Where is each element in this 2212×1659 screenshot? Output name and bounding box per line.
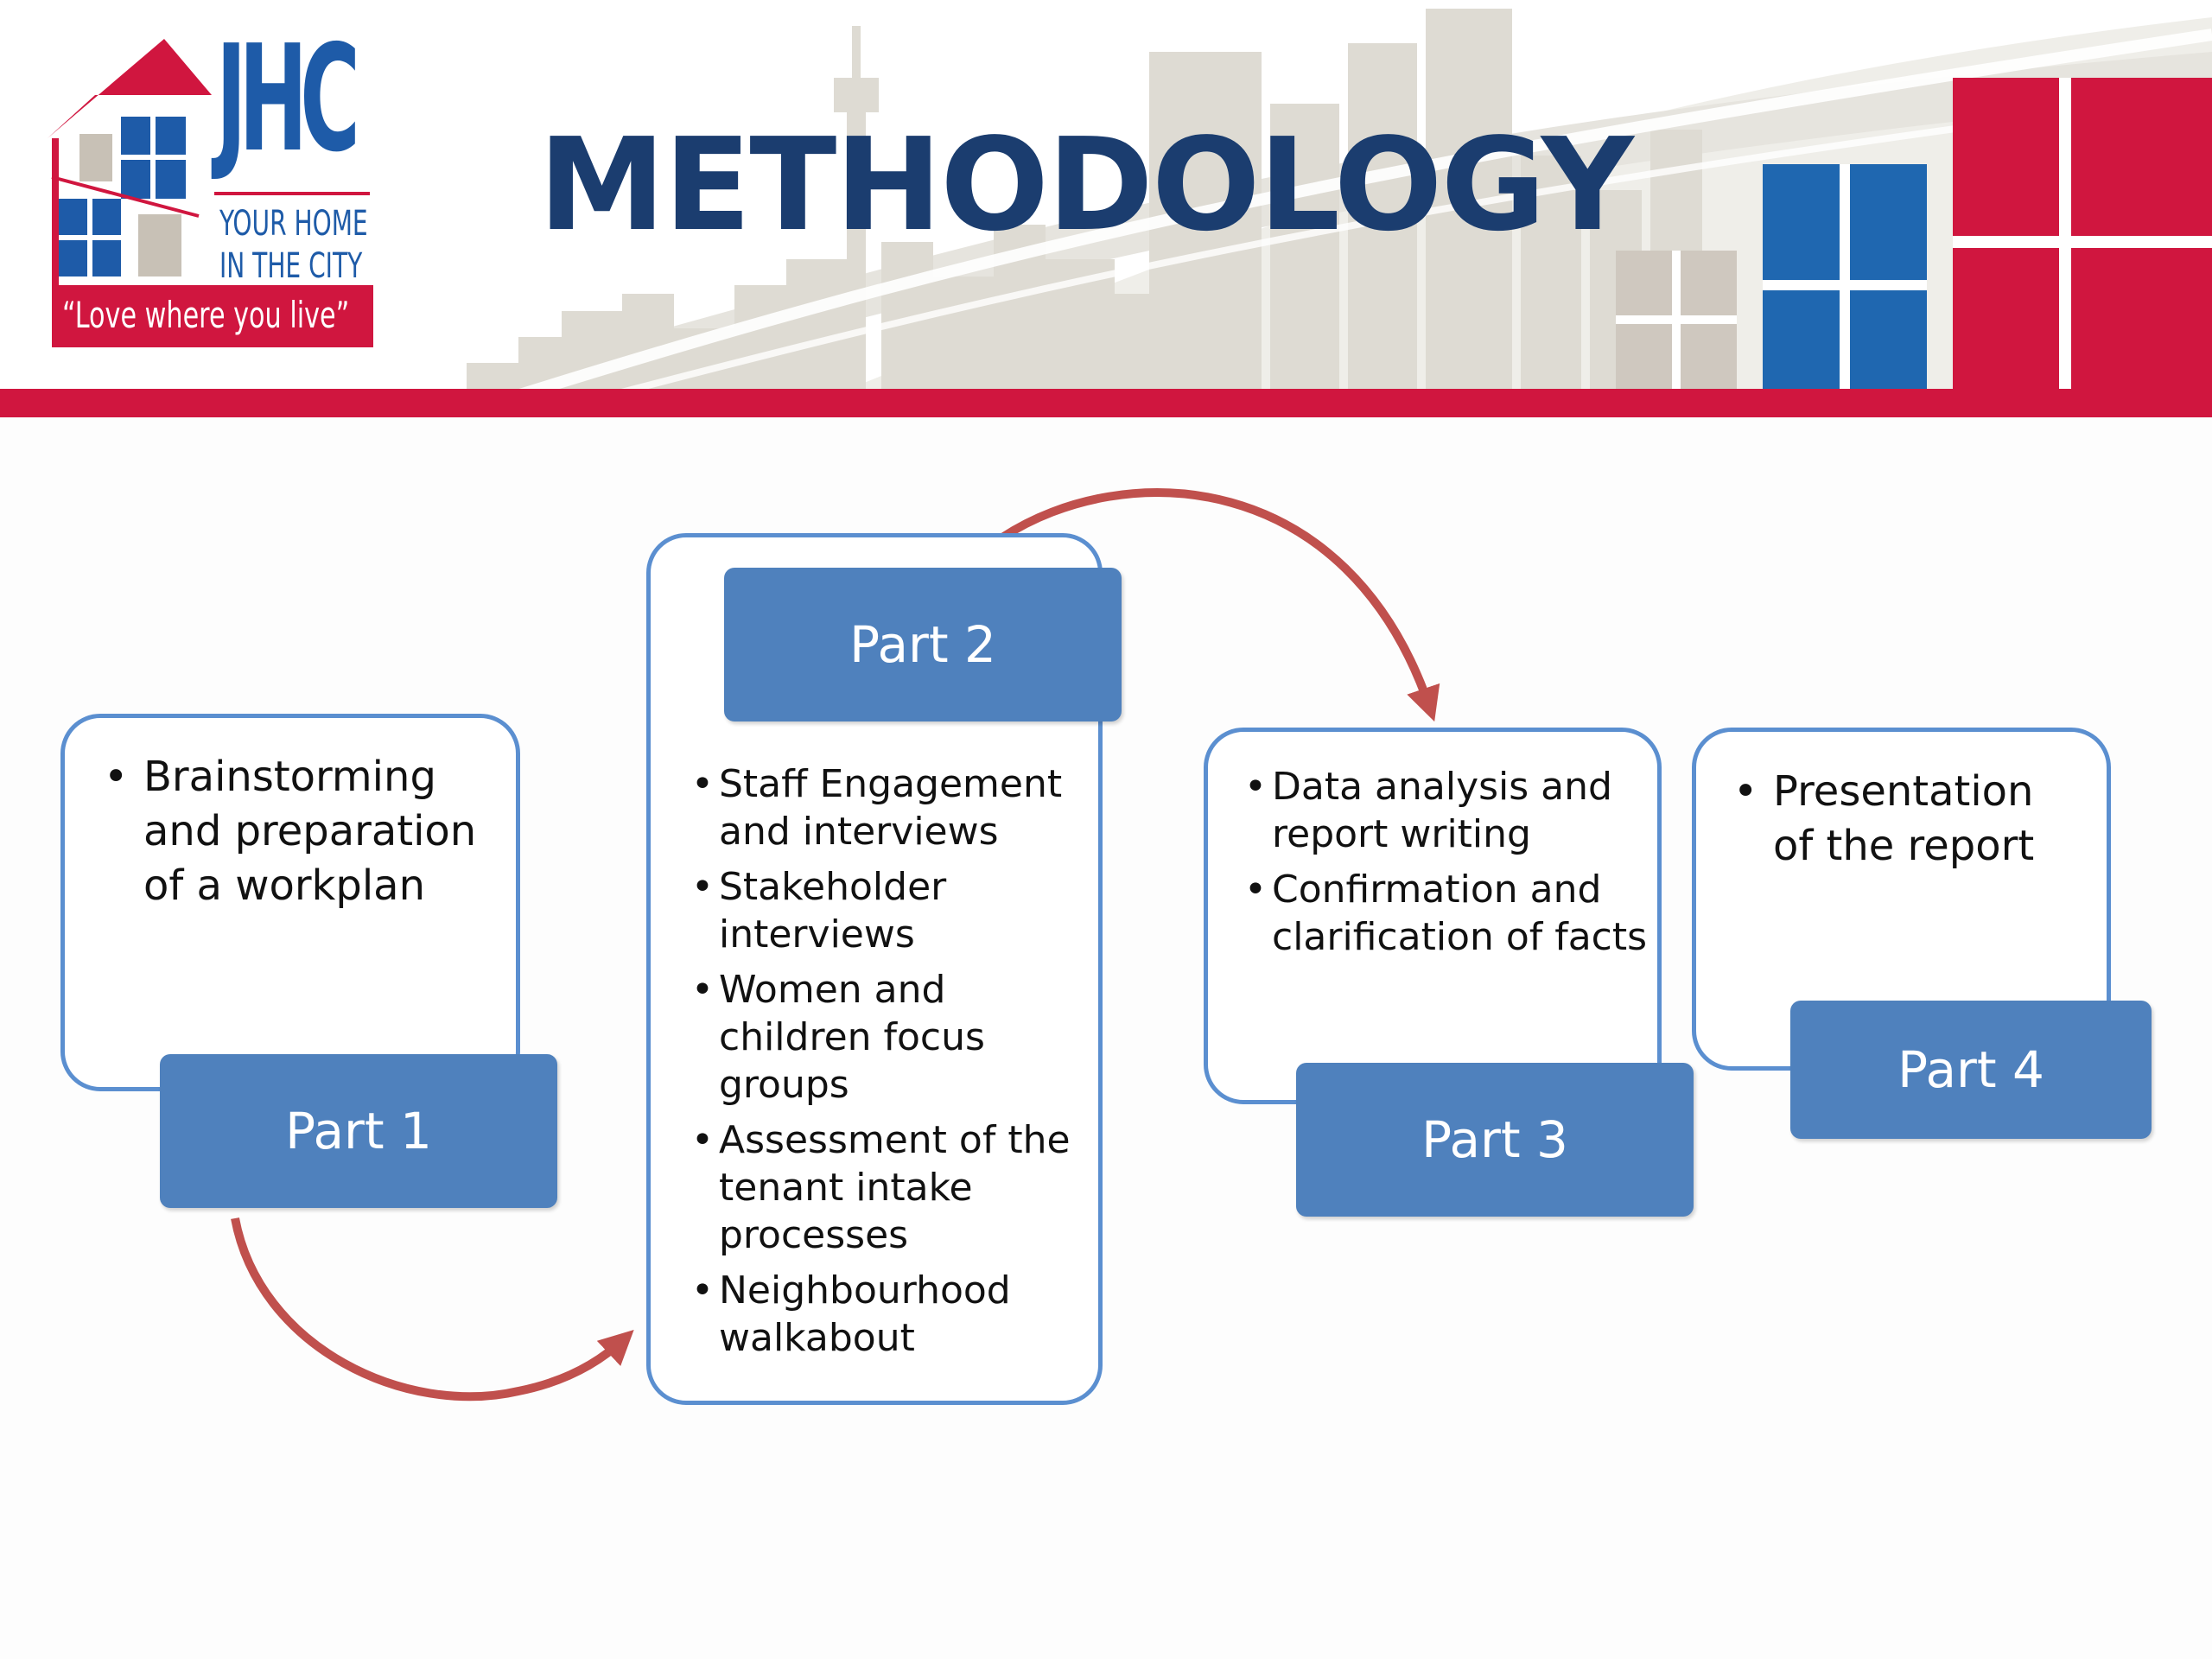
list-item: •Presentation of the report (1733, 765, 2079, 874)
bullet-text: Staff Engagement and interviews (719, 762, 1062, 854)
bullet-text: Assessment of the tenant intake processe… (719, 1118, 1071, 1257)
header-divider (0, 389, 2212, 417)
bullet-text: Confirmation and clarification of facts (1272, 868, 1647, 959)
list-item: •Assessment of the tenant intake process… (691, 1116, 1089, 1259)
bullet-text: Presentation of the report (1773, 767, 2034, 870)
logo-jhc: JHC (216, 26, 353, 173)
bullet-text: Stakeholder interviews (719, 865, 946, 957)
logo-tagline-line2: IN THE CITY (219, 246, 362, 286)
part4-bullet-list: •Presentation of the report (1733, 765, 2079, 874)
part3-label: Part 3 (1296, 1063, 1694, 1217)
part2-label: Part 2 (724, 568, 1122, 721)
part4-label: Part 4 (1790, 1001, 2152, 1139)
logo-slogan: “Love where you live” (62, 294, 349, 336)
slide-header: JHC YOUR HOME IN THE CITY “Love where yo… (0, 0, 2212, 416)
part3-bullet-list: •Data analysis and report writing •Confi… (1244, 763, 1659, 969)
bullet-text: Neighbourhood walkabout (719, 1268, 1011, 1360)
list-item: •Data analysis and report writing (1244, 763, 1659, 858)
logo-tagline-line1: YOUR HOME (219, 204, 368, 244)
curved-arrow-icon (235, 1218, 624, 1396)
list-item: •Women and children focus groups (691, 966, 1089, 1109)
bullet-text: Data analysis and report writing (1272, 765, 1612, 856)
part1-label: Part 1 (160, 1054, 557, 1208)
list-item: •Confirmation and clarification of facts (1244, 866, 1659, 961)
part2-bullet-list: •Staff Engagement and interviews •Stakeh… (691, 760, 1089, 1370)
list-item: •Neighbourhood walkabout (691, 1267, 1089, 1362)
part1-bullet-list: •Brainstorming and preparation of a work… (104, 750, 510, 913)
bullet-text: Brainstorming and preparation of a workp… (143, 753, 476, 910)
bullet-text: Women and children focus groups (719, 968, 985, 1107)
list-item: •Staff Engagement and interviews (691, 760, 1089, 855)
list-item: •Brainstorming and preparation of a work… (104, 750, 510, 913)
page-title: METHODOLOGY (538, 121, 1632, 249)
list-item: •Stakeholder interviews (691, 863, 1089, 958)
